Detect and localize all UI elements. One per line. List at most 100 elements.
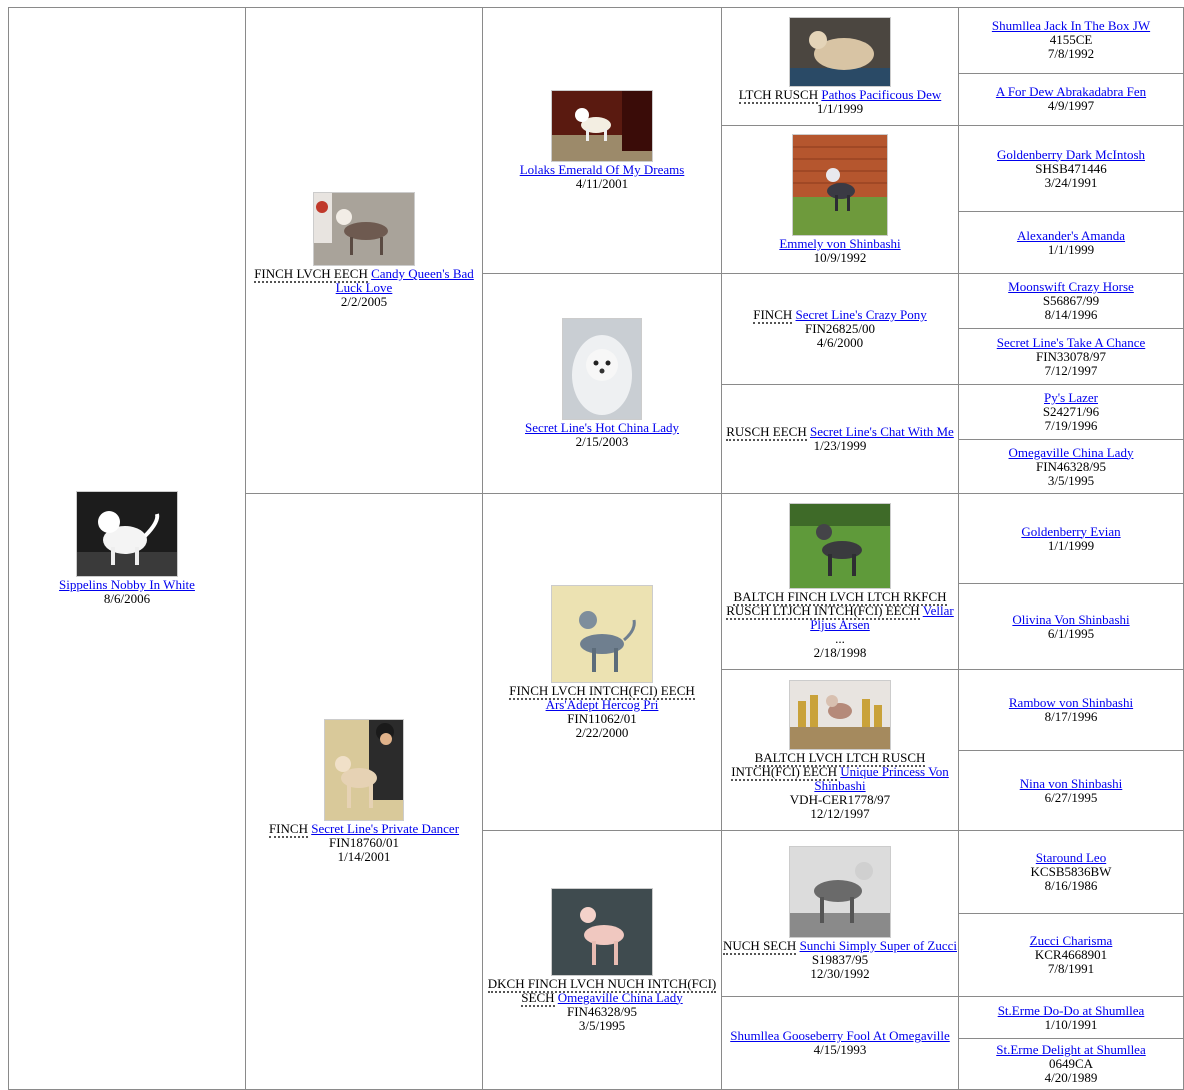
- pedigree-cell-gen3: DKCH FINCH LVCH NUCH INTCH(FCI) SECH Ome…: [482, 830, 722, 1090]
- titles[interactable]: FINCH: [268, 821, 308, 838]
- registration-number: KCR4668901: [1034, 947, 1108, 962]
- dog-photo[interactable]: [792, 134, 888, 236]
- titles[interactable]: FINCH LVCH EECH: [254, 266, 368, 283]
- dog-photo[interactable]: [562, 318, 642, 420]
- dog-photo[interactable]: [76, 491, 178, 577]
- birth-date: 4/6/2000: [816, 335, 864, 350]
- dog-photo[interactable]: [551, 90, 653, 162]
- dog-link[interactable]: Omegaville China Lady: [1008, 444, 1134, 460]
- birth-date: 2/22/2000: [575, 724, 629, 740]
- pedigree-cell-gen5: A For Dew Abrakadabra Fen 4/9/1997: [958, 73, 1184, 126]
- birth-date: 7/12/1997: [1044, 362, 1098, 378]
- titles[interactable]: BALTCH FINCH LVCH LTCH RKFCH RUSCH LTJCH…: [726, 589, 947, 620]
- dog-link[interactable]: Secret Line's Take A Chance: [996, 334, 1146, 350]
- birth-date: 1/23/1999: [813, 438, 867, 453]
- dog-link[interactable]: Secret Line's Chat With Me: [809, 424, 954, 439]
- dog-link[interactable]: Alexander's Amanda: [1016, 227, 1126, 243]
- pedigree-cell-gen5: St.Erme Do-Do at Shumllea 1/10/1991: [958, 996, 1184, 1039]
- birth-date: 4/20/1989: [1044, 1070, 1098, 1085]
- dog-link[interactable]: A For Dew Abrakadabra Fen: [995, 84, 1147, 99]
- birth-date: 3/5/1995: [1047, 472, 1095, 488]
- registration-number: SHSB471446: [1035, 160, 1107, 176]
- pedigree-cell-gen5: Nina von Shinbashi 6/27/1995: [958, 750, 1184, 831]
- dog-link[interactable]: St.Erme Do-Do at Shumllea: [997, 1002, 1145, 1018]
- dog-link[interactable]: Omegaville China Lady: [557, 989, 683, 1005]
- registration-number: KCSB5836BW: [1030, 864, 1112, 879]
- dog-link[interactable]: Lolaks Emerald Of My Dreams: [519, 162, 685, 177]
- pedigree-cell-gen5: St.Erme Delight at Shumllea 0649CA 4/20/…: [958, 1038, 1184, 1090]
- dog-link[interactable]: Vellar Pljus Arsen: [810, 603, 954, 632]
- birth-date: 2/18/1998: [813, 645, 867, 660]
- dog-photo[interactable]: [551, 584, 653, 683]
- titles[interactable]: RUSCH EECH: [726, 424, 807, 441]
- registration-number: S24271/96: [1042, 404, 1100, 419]
- titles[interactable]: LTCH RUSCH: [738, 87, 819, 104]
- birth-date: 4/15/1993: [813, 1042, 867, 1057]
- pedigree-cell-gen5: Moonswift Crazy Horse S56867/99 8/14/199…: [958, 273, 1184, 329]
- dog-link[interactable]: Secret Line's Private Dancer: [311, 821, 460, 836]
- birth-date: 6/27/1995: [1044, 789, 1098, 805]
- birth-date: 3/24/1991: [1044, 174, 1098, 190]
- dog-photo[interactable]: [313, 192, 415, 266]
- pedigree-cell-gen4: LTCH RUSCH Pathos Pacificous Dew 1/1/199…: [721, 7, 959, 126]
- dog-link[interactable]: Candy Queen's Bad Luck Love: [335, 266, 474, 295]
- pedigree-cell-gen5: Zucci Charisma KCR4668901 7/8/1991: [958, 913, 1184, 997]
- dog-link[interactable]: Sunchi Simply Super of Zucci: [799, 938, 957, 953]
- birth-date: 1/1/1999: [1047, 537, 1095, 553]
- dog-photo[interactable]: [789, 17, 891, 87]
- dog-photo[interactable]: [789, 503, 891, 589]
- birth-date: 7/8/1992: [1047, 46, 1095, 61]
- dog-link[interactable]: Sippelins Nobby In White: [59, 577, 195, 592]
- dog-link[interactable]: Moonswift Crazy Horse: [1008, 279, 1134, 294]
- dog-link[interactable]: Rambow von Shinbashi: [1008, 695, 1134, 710]
- pedigree-cell-gen5: Py's Lazer S24271/96 7/19/1996: [958, 384, 1184, 440]
- dog-link[interactable]: Py's Lazer: [1044, 390, 1098, 405]
- birth-date: 8/16/1986: [1044, 878, 1098, 893]
- birth-date: 12/12/1997: [810, 805, 870, 821]
- dog-photo[interactable]: [789, 846, 891, 938]
- registration-number: FIN33078/97: [1035, 348, 1107, 364]
- birth-date: 2/15/2003: [575, 434, 629, 449]
- pedigree-cell-gen5: Staround Leo KCSB5836BW 8/16/1986: [958, 830, 1184, 914]
- birth-date: 3/5/1995: [578, 1017, 626, 1033]
- dog-photo[interactable]: [789, 679, 891, 750]
- pedigree-cell-gen5: Rambow von Shinbashi 8/17/1996: [958, 669, 1184, 751]
- dog-link[interactable]: Pathos Pacificous Dew: [821, 87, 942, 102]
- dog-link[interactable]: Goldenberry Dark McIntosh: [996, 146, 1145, 162]
- dog-link[interactable]: Shumllea Gooseberry Fool At Omegaville: [730, 1028, 950, 1043]
- dog-link[interactable]: Staround Leo: [1035, 850, 1107, 865]
- dog-link[interactable]: Zucci Charisma: [1029, 933, 1113, 948]
- dog-link[interactable]: Unique Princess Von Shinbashi: [814, 763, 949, 793]
- pedigree-cell-gen4: RUSCH EECH Secret Line's Chat With Me 1/…: [721, 384, 959, 494]
- dog-link[interactable]: Ars'Adept Hercog Pri: [545, 696, 659, 712]
- dog-link[interactable]: Secret Line's Hot China Lady: [525, 420, 679, 435]
- titles[interactable]: NUCH SECH: [722, 938, 797, 955]
- birth-date: 8/6/2006: [103, 591, 151, 606]
- birth-date: 1/1/1999: [1047, 241, 1095, 257]
- dog-link[interactable]: Nina von Shinbashi: [1019, 775, 1123, 791]
- dog-link[interactable]: Emmely von Shinbashi: [779, 236, 901, 251]
- pedigree-cell-gen3: Secret Line's Hot China Lady 2/15/2003: [482, 273, 722, 494]
- registration-number: FIN26825/00: [804, 321, 876, 336]
- pedigree-cell-gen5: Alexander's Amanda 1/1/1999: [958, 211, 1184, 274]
- titles[interactable]: FINCH LVCH INTCH(FCI) EECH: [509, 682, 695, 700]
- pedigree-cell-gen3: FINCH LVCH INTCH(FCI) EECH Ars'Adept Her…: [482, 493, 722, 831]
- pedigree-cell-gen2-dam: FINCH Secret Line's Private Dancer FIN18…: [245, 493, 483, 1090]
- dog-link[interactable]: Secret Line's Crazy Pony: [795, 307, 927, 322]
- dog-photo[interactable]: [324, 719, 404, 821]
- pedigree-cell-gen4: Emmely von Shinbashi 10/9/1992: [721, 125, 959, 274]
- titles[interactable]: DKCH FINCH LVCH NUCH INTCH(FCI) SECH: [487, 975, 717, 1007]
- dog-photo[interactable]: [551, 887, 653, 976]
- titles[interactable]: FINCH: [753, 307, 793, 324]
- pedigree-cell-gen4: BALTCH FINCH LVCH LTCH RKFCH RUSCH LTJCH…: [721, 493, 959, 670]
- registration-number: ...: [835, 631, 845, 646]
- dog-link[interactable]: Goldenberry Evian: [1021, 523, 1121, 539]
- dog-link[interactable]: Olivina Von Shinbashi: [1012, 611, 1130, 627]
- birth-date: 8/14/1996: [1044, 307, 1098, 322]
- birth-date: 4/11/2001: [575, 176, 629, 191]
- registration-number: FIN46328/95: [1035, 458, 1107, 474]
- titles[interactable]: BALTCH LVCH LTCH RUSCH INTCH(FCI) EECH: [731, 749, 926, 781]
- dog-link[interactable]: St.Erme Delight at Shumllea: [996, 1042, 1146, 1057]
- registration-number: FIN18760/01: [328, 835, 400, 850]
- dog-link[interactable]: Shumllea Jack In The Box JW: [991, 18, 1151, 33]
